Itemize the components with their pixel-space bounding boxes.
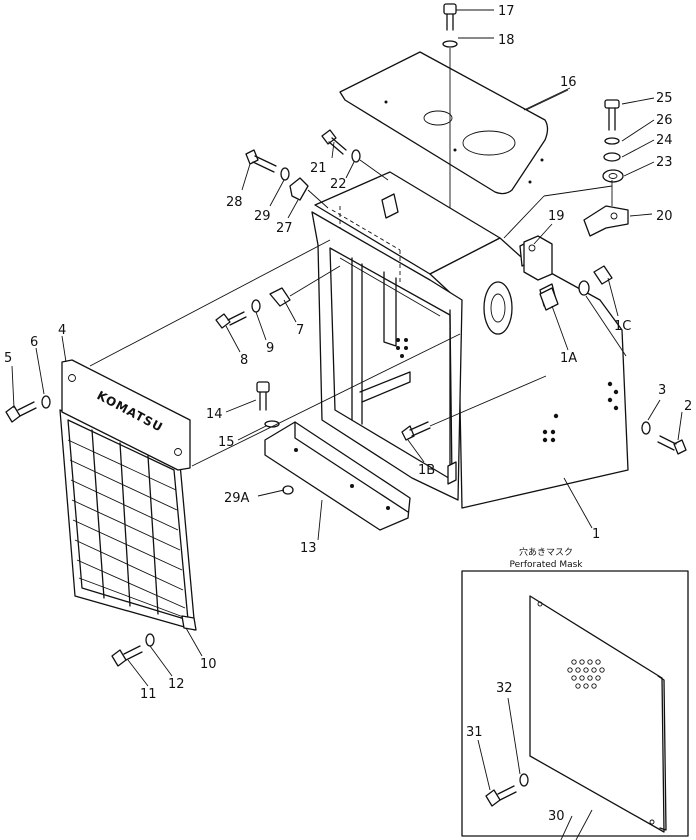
mount-bracket-part-20 xyxy=(583,180,629,237)
nut-part-29A xyxy=(282,485,294,495)
bolt-part-28 xyxy=(245,149,277,173)
callout-4: 4 xyxy=(58,323,66,338)
callout-27: 27 xyxy=(276,221,293,236)
callout-21: 21 xyxy=(310,161,327,176)
washer-part-26 xyxy=(604,137,620,145)
callout-26: 26 xyxy=(656,113,673,128)
bolt-part-25 xyxy=(604,99,620,131)
washer-part-29 xyxy=(280,167,290,181)
callout-16: 16 xyxy=(560,75,577,90)
callout-1B: 1B xyxy=(418,463,435,478)
top-cover-part-16 xyxy=(339,51,549,195)
callout-3: 3 xyxy=(658,383,666,398)
callout-15: 15 xyxy=(218,435,235,450)
reference-lines xyxy=(89,9,627,467)
perforation-holes xyxy=(567,659,605,689)
inset-caption-jp: 穴あきマスク xyxy=(519,546,573,558)
washer-part-24 xyxy=(603,152,621,162)
callout-18: 18 xyxy=(498,33,515,48)
front-grille-part-10 xyxy=(59,409,197,631)
grommet-part-23 xyxy=(602,169,624,183)
callout-28: 28 xyxy=(226,195,243,210)
inset-perforated-mask: 穴あきマスク Perforated Mask xyxy=(461,546,689,837)
washer-part-6 xyxy=(41,395,51,409)
bolt-part-1B xyxy=(401,421,431,441)
leader-lines xyxy=(11,89,683,840)
callout-6: 6 xyxy=(30,335,38,350)
nut-part-1C xyxy=(578,265,613,296)
bolt-part-14 xyxy=(256,381,270,411)
callout-2: 2 xyxy=(684,399,692,414)
callout-11: 11 xyxy=(140,687,157,702)
bolt-part-17 xyxy=(443,3,457,31)
callout-23: 23 xyxy=(656,155,673,170)
callout-17: 17 xyxy=(498,4,515,19)
callout-13: 13 xyxy=(300,541,317,556)
callout-24: 24 xyxy=(656,133,673,148)
bolt-part-31 xyxy=(485,785,517,807)
callout-22: 22 xyxy=(330,177,347,192)
bolt-part-2 xyxy=(657,435,687,455)
callout-14: 14 xyxy=(206,407,223,422)
callout-20: 20 xyxy=(656,209,673,224)
lower-bracket-part-13 xyxy=(264,421,411,531)
washer-part-9 xyxy=(251,299,261,313)
callout-29: 29 xyxy=(254,209,271,224)
washer-part-3 xyxy=(641,421,651,435)
callout-labels: 1 1A 1B 1C 2 3 4 5 6 7 8 9 10 11 12 13 1… xyxy=(4,4,692,824)
bracket-part-19 xyxy=(523,235,553,281)
guard-frame-part-1 xyxy=(311,171,629,509)
callout-9: 9 xyxy=(266,341,274,356)
callout-31: 31 xyxy=(466,725,483,740)
callout-32: 32 xyxy=(496,681,513,696)
bolt-part-21 xyxy=(321,129,347,155)
callout-25: 25 xyxy=(656,91,673,106)
clip-part-1A xyxy=(539,287,559,311)
callout-1C: 1C xyxy=(614,319,631,334)
washer-part-22 xyxy=(351,149,361,163)
washer-part-12 xyxy=(145,633,155,647)
callout-19: 19 xyxy=(548,209,565,224)
bolt-part-5 xyxy=(5,401,37,423)
washer-part-32 xyxy=(519,773,529,787)
callout-10: 10 xyxy=(200,657,217,672)
callout-1: 1 xyxy=(592,527,600,542)
clip-part-7 xyxy=(269,287,291,307)
bolt-part-8 xyxy=(215,311,247,329)
inset-caption-en: Perforated Mask xyxy=(509,560,583,570)
plate-part-27 xyxy=(289,177,309,201)
callout-5: 5 xyxy=(4,351,12,366)
callout-29A: 29A xyxy=(224,491,250,506)
callout-30: 30 xyxy=(548,809,565,824)
callout-1A: 1A xyxy=(560,351,577,366)
washer-part-18 xyxy=(442,40,458,48)
callout-7: 7 xyxy=(296,323,304,338)
bolt-part-11 xyxy=(111,645,143,667)
callout-8: 8 xyxy=(240,353,248,368)
callout-12: 12 xyxy=(168,677,185,692)
